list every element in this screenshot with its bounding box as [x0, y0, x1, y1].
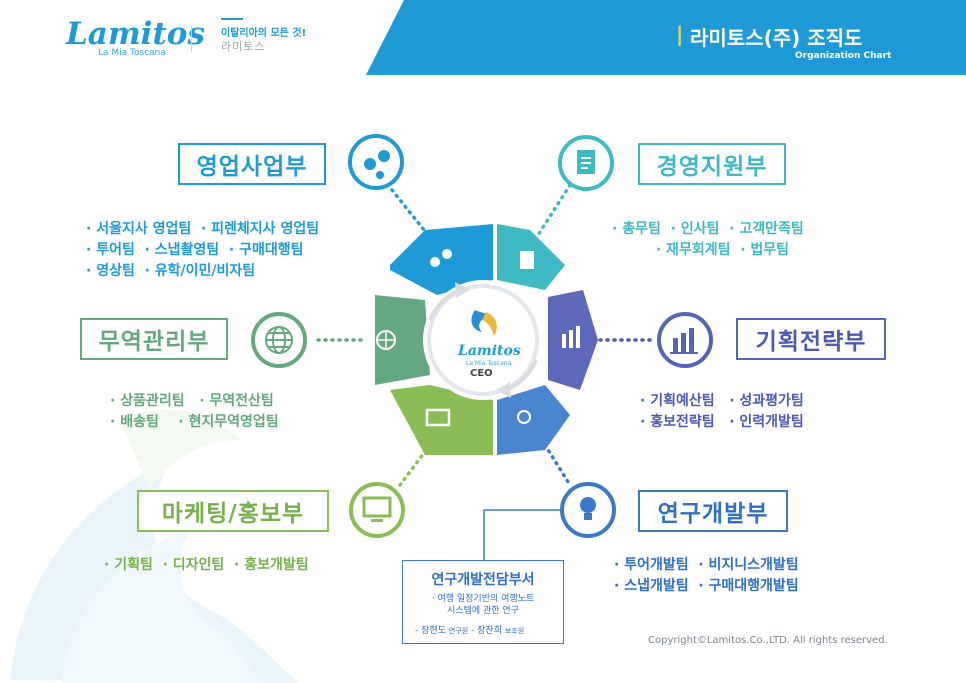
title-bar: | — [676, 22, 684, 46]
dept-marketing-teams: · 기획팀 · 디자인팀 · 홍보개발팀 — [104, 557, 309, 573]
page-title: 라미토스(주) 조직도 — [690, 26, 863, 50]
ceo-logo-sub: La Mia Toscana — [466, 360, 512, 367]
dept-trade-box: 무역관리부 — [80, 318, 228, 360]
research-role-2: 보조원 — [504, 627, 525, 635]
header-tagline: 이탈리아의 모든 것! — [221, 28, 307, 39]
dept-plan-teams: · 기획예산팀 · 성과평가팀 · 홍보전략팀 · 인력개발팀 — [640, 393, 804, 430]
dept-rnd-box: 연구개발부 — [638, 490, 788, 532]
dept-plan-box: 기획전략부 — [736, 318, 886, 360]
watermark-logo — [10, 409, 300, 683]
research-staff: - 장현도 연구원 - 장찬희 보조원 — [415, 623, 524, 636]
ring-segments — [375, 224, 598, 455]
dept-sales-box: 영업사업부 — [178, 143, 326, 185]
research-role-1: 연구원 — [448, 627, 469, 635]
dept-mgmt-teams: · 총무팀 · 인사팀 · 고객만족팀 · 재무회계팀 · 법무팀 — [612, 221, 804, 258]
ceo-logo: Lamitos — [458, 343, 521, 359]
dept-sales-teams: · 서울지사 영업팀 · 피렌체지사 영업팀 · 투어팀 · 스냅촬영팀 · 구… — [86, 221, 320, 279]
document-icon — [577, 150, 595, 174]
research-box: 연구개발전담부서 · 여행 일정기반의 여행노트 시스템에 관한 연구 - 장현… — [402, 560, 564, 644]
lightbulb-icon — [580, 497, 596, 520]
people-icon — [364, 150, 390, 179]
header-logo-sub: La Mia Toscana — [98, 48, 166, 58]
dept-marketing-box: 마케팅/홍보부 — [137, 490, 329, 532]
header-band — [366, 0, 966, 75]
dept-trade-teams: · 상품관리팀 · 무역전산팀 · 배송팀 · 현지무역영업팀 — [110, 393, 279, 430]
bar-chart-icon — [670, 328, 698, 354]
header-divider — [191, 26, 192, 52]
header-logo: Lamitos — [66, 16, 205, 52]
research-staff-2: - 장찬희 — [471, 626, 502, 636]
research-title: 연구개발전담부서 — [431, 572, 535, 588]
header-tagline-sub: 라미토스 — [221, 40, 266, 53]
monitor-icon — [362, 496, 392, 522]
globe-icon — [265, 326, 293, 354]
dept-mgmt-box: 경영지원부 — [638, 143, 786, 185]
research-desc: · 여행 일정기반의 여행노트 시스템에 관한 연구 — [431, 594, 535, 616]
research-staff-1: - 장현도 — [415, 626, 446, 636]
page-subtitle: Organization Chart — [795, 51, 892, 61]
tagline-line — [221, 18, 243, 20]
copyright: Copyright©Lamitos.Co.,LTD. All rights re… — [648, 635, 888, 646]
dept-rnd-teams: · 투어개발팀 · 비지니스개발팀 · 스냅개발팀 · 구매대행개발팀 — [614, 557, 799, 594]
ceo-label: CEO — [470, 368, 493, 379]
